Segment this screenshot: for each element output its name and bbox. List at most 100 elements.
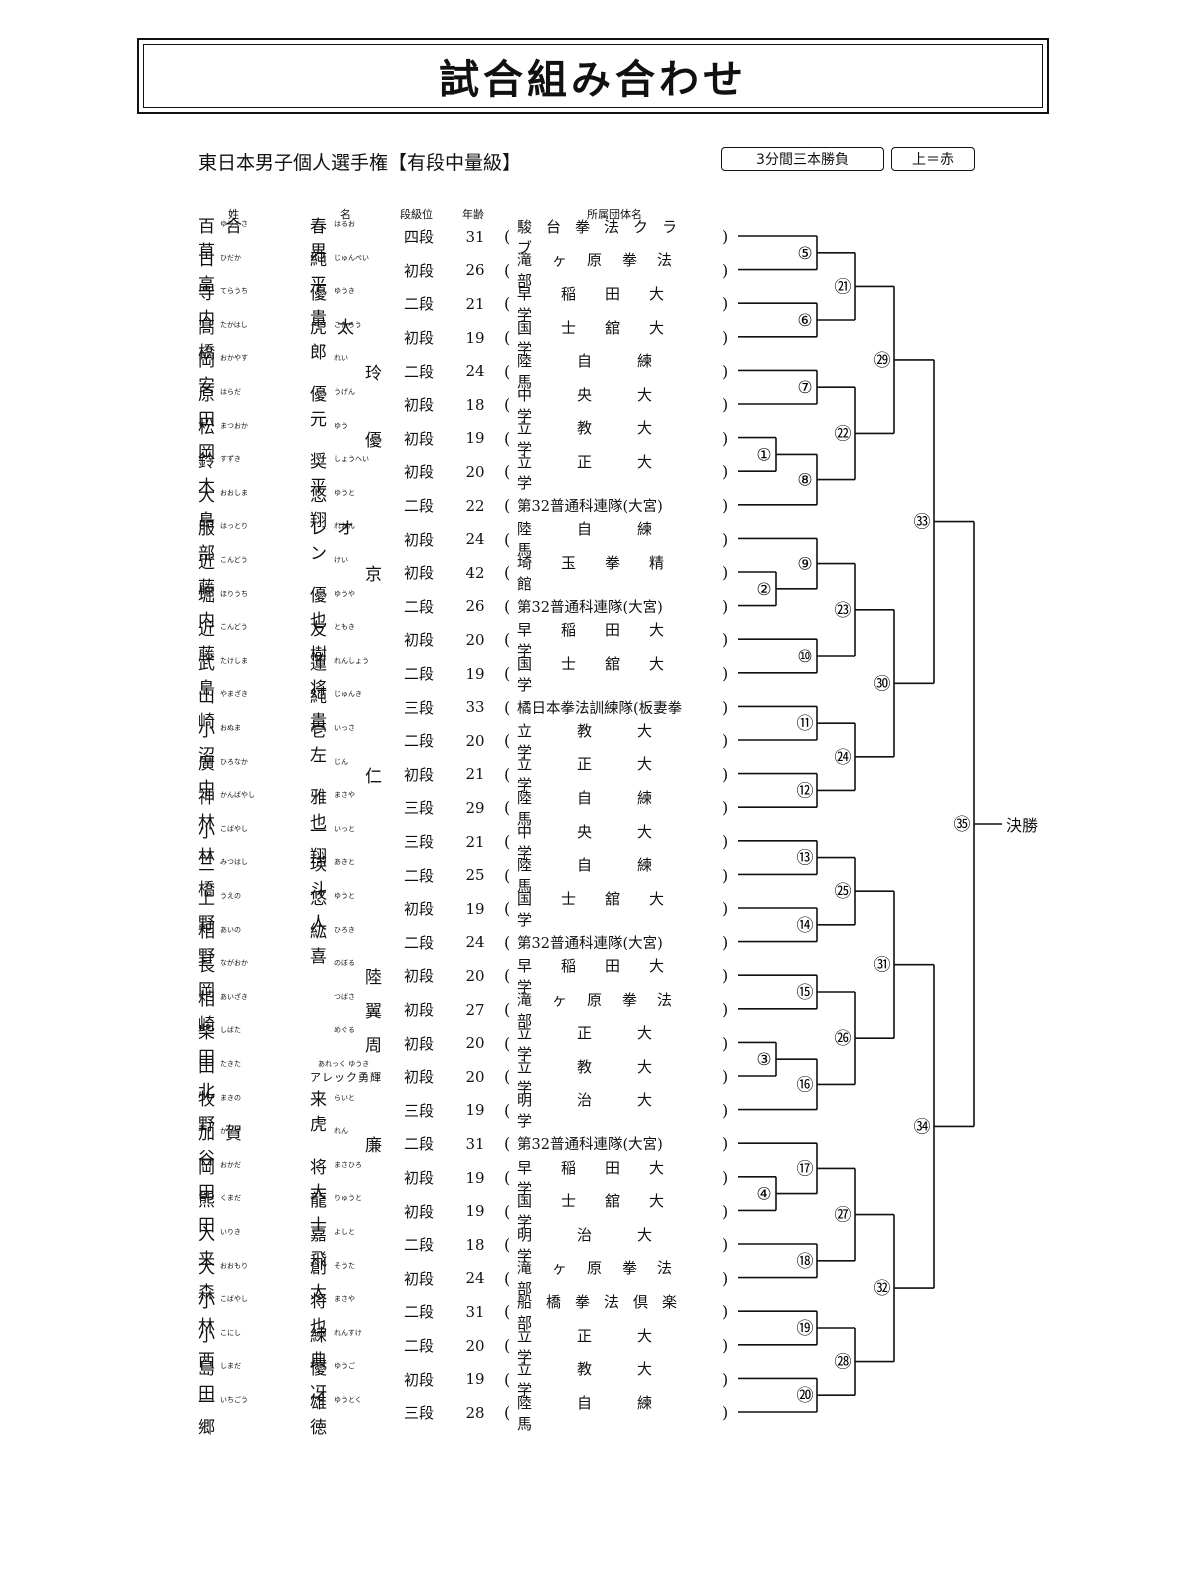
match-number-label: ㉙ <box>873 350 891 371</box>
final-label: 決勝 <box>1006 816 1039 835</box>
player-age: 20 <box>465 630 485 649</box>
club-close-paren: ) <box>722 1067 729 1087</box>
match-number: ⑫ <box>797 781 814 801</box>
match-number: ㉚ <box>874 674 891 694</box>
player-given-name-ruby: そうた <box>334 1261 355 1270</box>
player-age: 18 <box>465 395 485 414</box>
club-open-paren: ( <box>504 1067 511 1087</box>
match-number: ㉝ <box>914 513 931 533</box>
match-number: ㉛ <box>874 956 891 976</box>
club-close-paren: ) <box>722 1000 729 1020</box>
player-surname-ruby: くまだ <box>220 1194 241 1203</box>
player-given-name-ruby: ゆうき <box>334 287 355 296</box>
player-club: 陸自練馬 <box>517 520 698 560</box>
player-club: 立教大学 <box>517 1360 698 1400</box>
match-number-label: ⑧ <box>796 470 814 491</box>
player-rank: 二段 <box>403 665 434 684</box>
player-surname-ruby: はっとり <box>220 522 248 531</box>
player-given-name-ruby: めぐる <box>334 1026 355 1035</box>
player-age: 26 <box>465 597 485 616</box>
club-close-paren: ) <box>722 1268 729 1288</box>
player-surname-ruby: ひだか <box>220 253 241 262</box>
player-rank: 二段 <box>403 933 434 952</box>
player-age: 42 <box>465 563 485 582</box>
match-number: ㉓ <box>835 601 852 621</box>
match-number: ㉔ <box>835 748 852 768</box>
player-given-name-ruby: じゅんぺい <box>334 253 369 262</box>
player-rank: 二段 <box>403 597 434 616</box>
player-surname-ruby: おぬま <box>220 724 241 732</box>
player-given-name-ruby: のぼる <box>334 959 355 968</box>
player-club: 陸自練馬 <box>517 1393 698 1433</box>
player-age: 26 <box>465 261 485 280</box>
player-given-name-ruby: ゆう <box>334 421 348 430</box>
player-given-name-ruby: らいと <box>334 1093 355 1102</box>
player-surname-ruby: こにし <box>220 1328 241 1337</box>
match-number-label: ㉜ <box>873 1279 891 1299</box>
club-close-paren: ) <box>722 563 729 583</box>
club-close-paren: ) <box>722 529 729 549</box>
club-close-paren: ) <box>722 1302 729 1322</box>
player-rank: 初段 <box>403 765 434 784</box>
player-age: 19 <box>465 1370 485 1389</box>
player-club: 立教大学 <box>517 721 698 761</box>
match-number: ⑨ <box>797 555 812 575</box>
match-number: ⑧ <box>797 471 812 491</box>
player-rank: 初段 <box>403 1068 434 1087</box>
player-rank: 初段 <box>403 631 434 650</box>
player-rank: 初段 <box>403 564 434 583</box>
match-number-label: ㉑ <box>834 277 852 297</box>
match-number: ③ <box>756 1050 771 1070</box>
club-open-paren: ( <box>504 1033 511 1053</box>
club-close-paren: ) <box>722 294 729 314</box>
player-age: 31 <box>465 227 485 246</box>
player-rank: 二段 <box>403 1337 434 1356</box>
player-surname-ruby: まきの <box>220 1093 241 1102</box>
club-open-paren: ( <box>504 865 511 885</box>
player-club: 第32普通科連隊(大宮) <box>517 499 663 516</box>
match-number: ⑳ <box>797 1386 814 1406</box>
club-open-paren: ( <box>504 328 511 348</box>
match-number-label: ⑲ <box>796 1319 814 1339</box>
player-rank: 二段 <box>403 866 434 885</box>
player-surname-ruby: かがや <box>220 1127 241 1136</box>
player-given-name-ruby: じゅんき <box>334 690 362 699</box>
player-age: 24 <box>465 362 485 381</box>
player-club: 立教大学 <box>517 419 698 459</box>
match-format-badge: 3分間三本勝負 <box>721 147 884 171</box>
player-age: 24 <box>465 530 485 549</box>
header-given-name: 名 <box>340 208 351 221</box>
player-age: 20 <box>465 1336 485 1355</box>
player-age: 20 <box>465 966 485 985</box>
club-close-paren: ) <box>722 865 729 885</box>
match-number: ⑩ <box>797 647 812 667</box>
player-club: 国士舘大学 <box>517 889 694 929</box>
player-rank: 初段 <box>403 261 434 280</box>
player-club: 陸自練馬 <box>517 352 698 392</box>
club-open-paren: ( <box>504 832 511 852</box>
header-rank: 段級位 <box>400 208 433 221</box>
club-open-paren: ( <box>504 966 511 986</box>
club-close-paren: ) <box>722 1100 729 1120</box>
club-open-paren: ( <box>504 932 511 952</box>
player-given-name-ruby: あきと <box>334 858 355 867</box>
club-open-paren: ( <box>504 1403 511 1423</box>
match-number-label: ⑯ <box>796 1075 814 1095</box>
player-club: 中央大学 <box>517 822 698 862</box>
player-surname-ruby: こばやし <box>220 824 248 833</box>
player-age: 20 <box>465 1067 485 1086</box>
player-rank: 初段 <box>403 396 434 415</box>
player-rank: 三段 <box>403 698 434 717</box>
match-number-label: ㉗ <box>834 1205 852 1226</box>
player-given-name-ruby: けい <box>334 556 348 564</box>
match-number-label: ㉕ <box>834 882 852 902</box>
player-age: 18 <box>465 1235 485 1254</box>
club-close-paren: ) <box>722 1235 729 1255</box>
title-frame: 試合組み合わせ <box>137 38 1049 114</box>
match-number: ⑲ <box>797 1319 814 1339</box>
player-rank: 初段 <box>403 463 434 482</box>
